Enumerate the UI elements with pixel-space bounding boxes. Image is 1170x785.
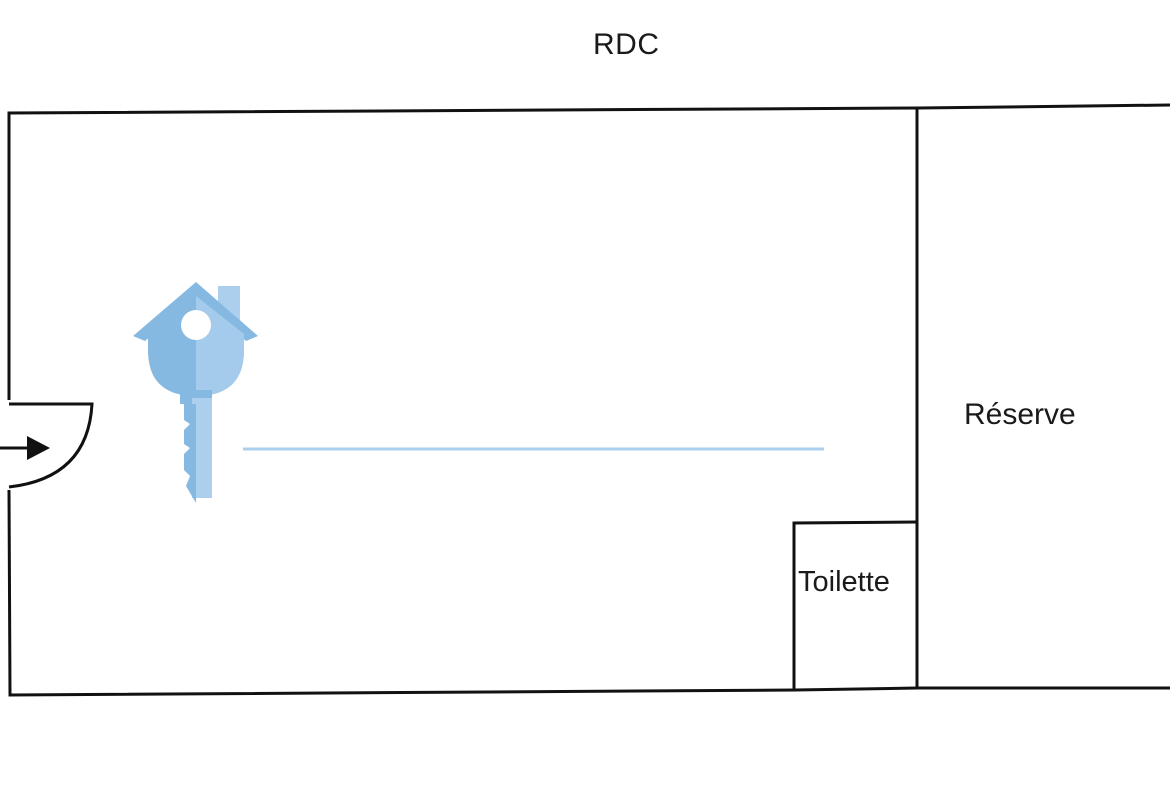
room-label-reserve: Réserve (964, 398, 1076, 431)
toilet-partition-wall (792, 520, 918, 690)
house-key-icon (133, 282, 824, 503)
main-wall-outline (7, 103, 1170, 400)
floor-title: RDC (593, 28, 660, 61)
entrance-door-swing (8, 402, 94, 489)
arrow-right-icon (0, 436, 50, 460)
main-wall-bottom (7, 489, 1170, 697)
interior-walls (792, 108, 919, 690)
room-label-toilet: Toilette (798, 566, 890, 598)
